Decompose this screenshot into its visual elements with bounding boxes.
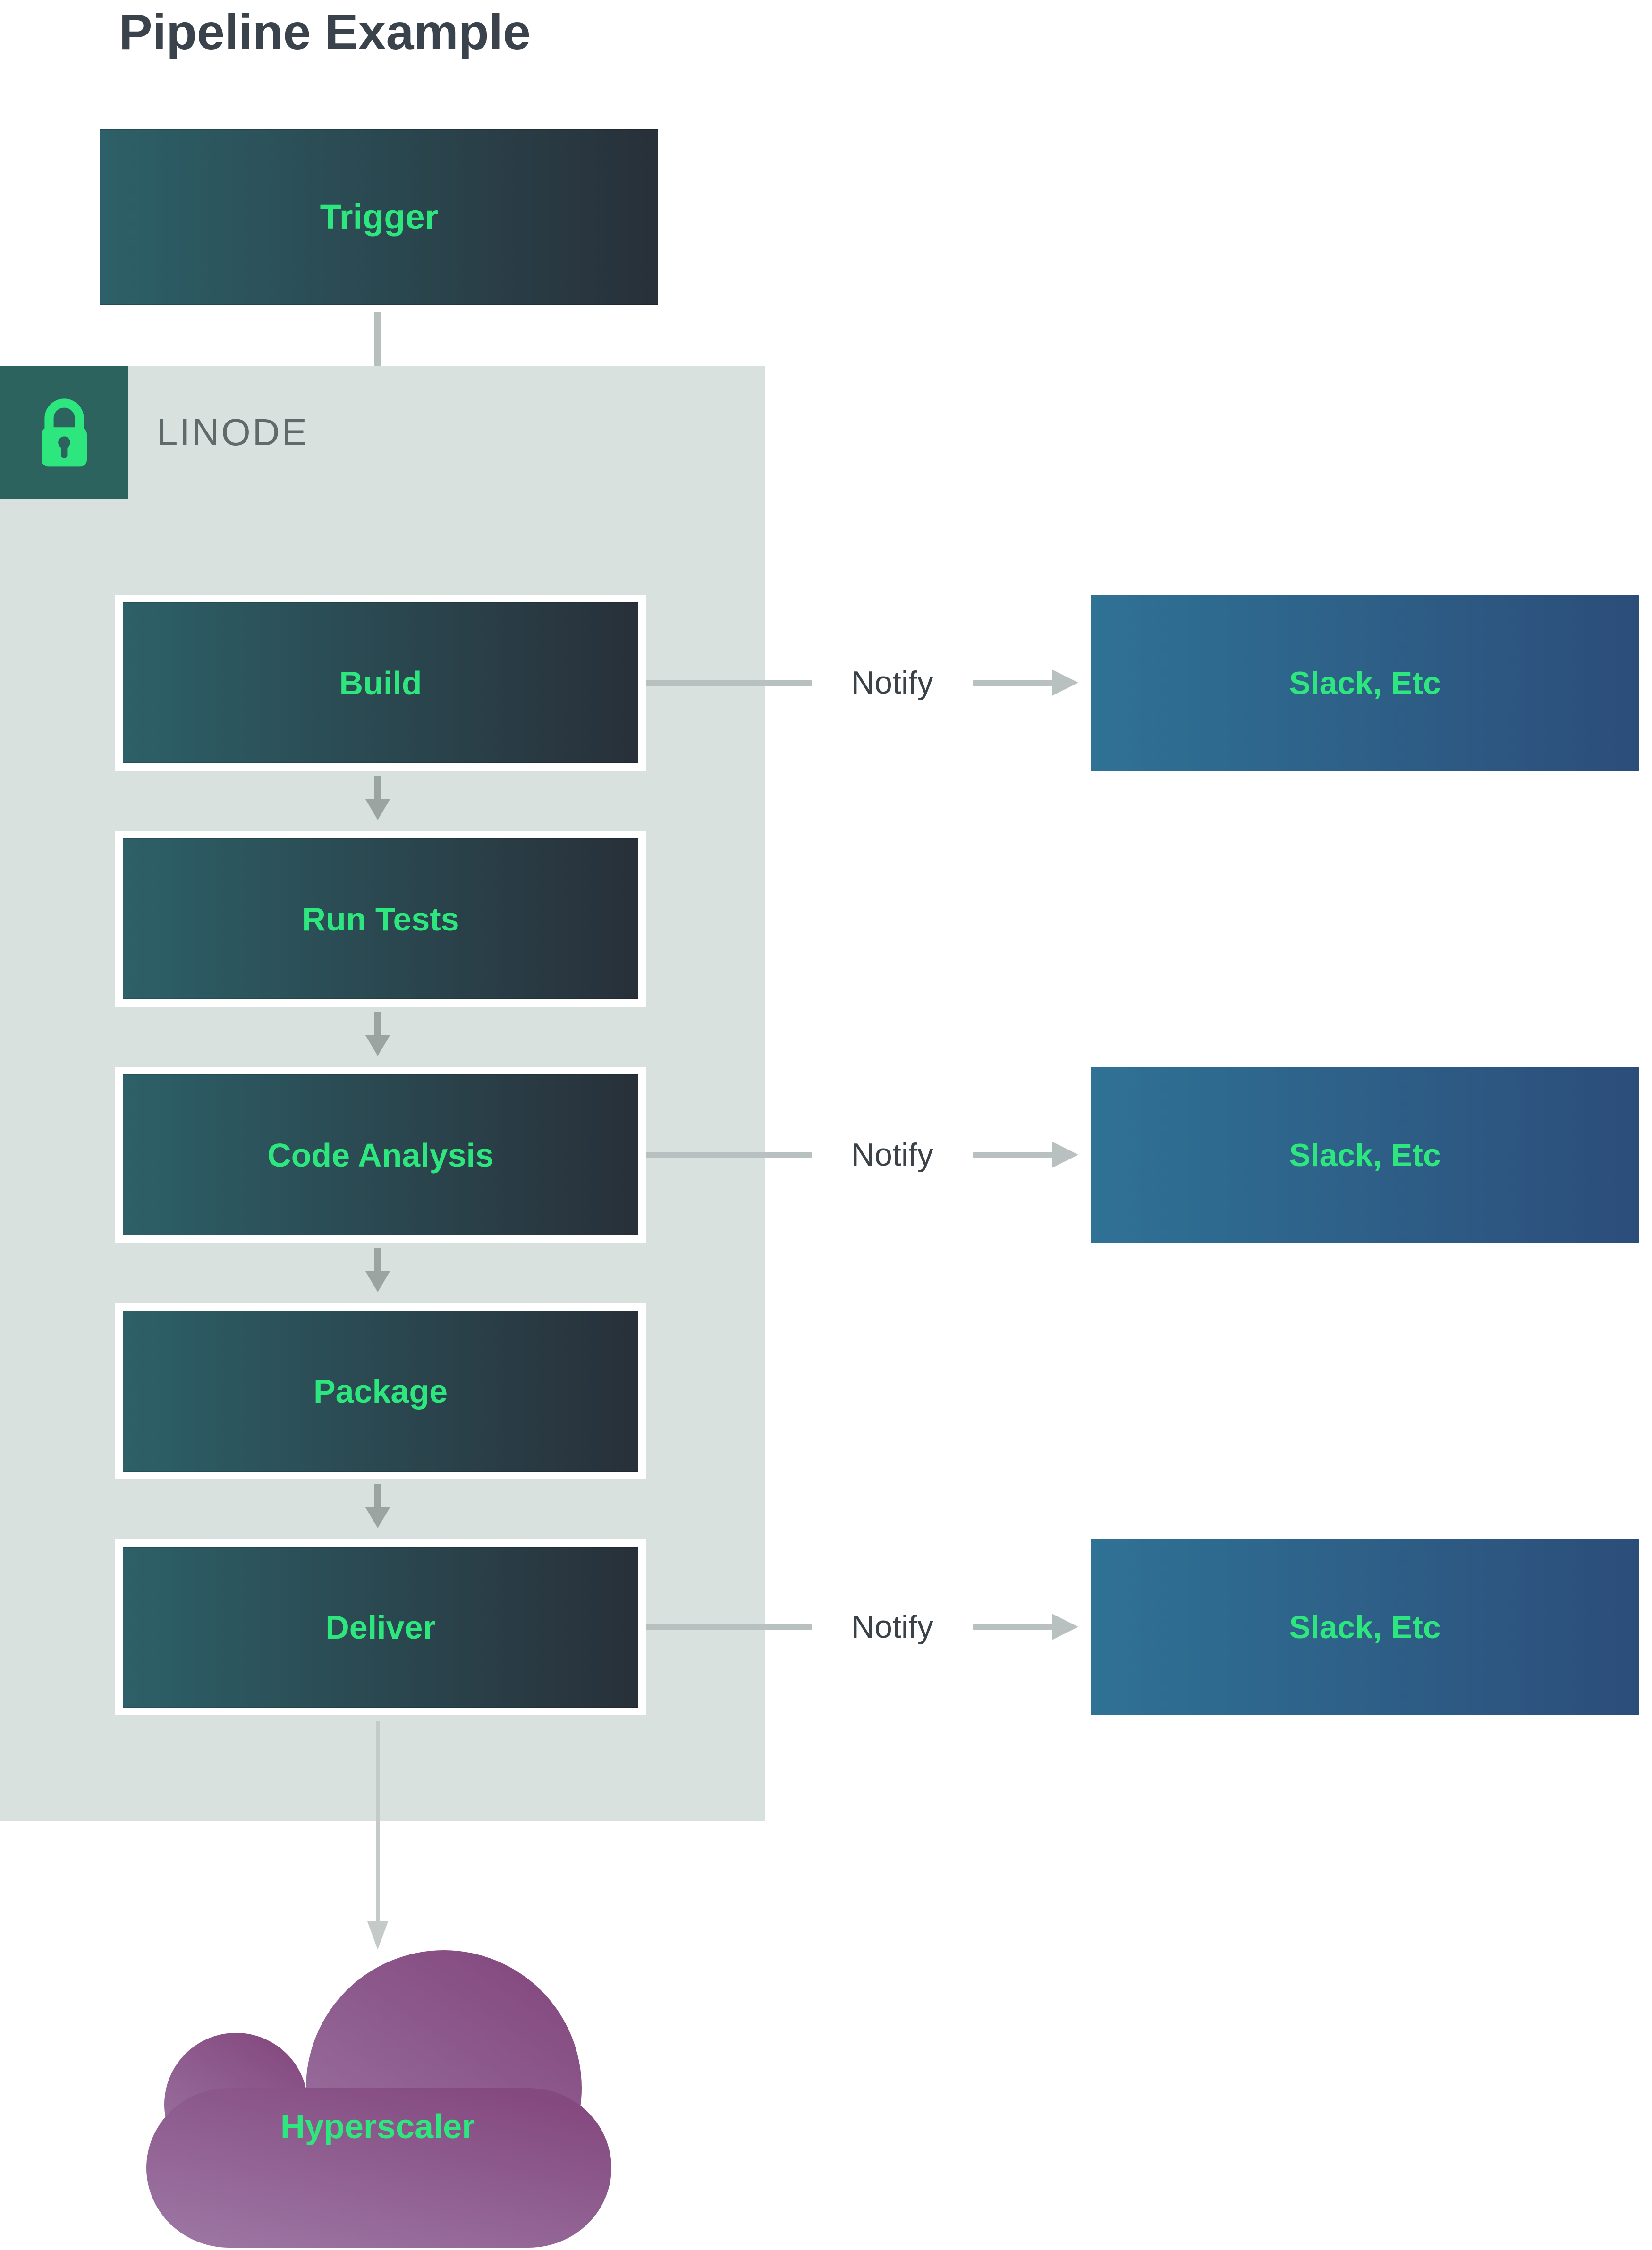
notify-line-code-analysis bbox=[646, 1152, 812, 1158]
notify-target-node-deliver: Slack, Etc bbox=[1091, 1539, 1639, 1715]
hyperscaler-cloud-icon bbox=[142, 1949, 614, 2248]
arrow-head-icon bbox=[367, 1921, 388, 1950]
notify-arrow-line-code-analysis bbox=[973, 1152, 1052, 1158]
stage-fill: Package bbox=[123, 1311, 638, 1472]
notify-target-node-code-analysis: Slack, Etc bbox=[1091, 1067, 1639, 1243]
lock-badge bbox=[0, 366, 128, 499]
arrow-shaft bbox=[374, 1484, 381, 1507]
notify-target-node-build: Slack, Etc bbox=[1091, 595, 1639, 771]
stage-label: Code Analysis bbox=[267, 1136, 494, 1174]
stage-label: Run Tests bbox=[302, 900, 459, 938]
arrow-code-analysis-to-package bbox=[365, 1248, 390, 1292]
stage-fill: Run Tests bbox=[123, 838, 638, 999]
arrow-build-to-run-tests bbox=[365, 776, 390, 820]
notify-arrow-head-icon bbox=[1052, 669, 1078, 696]
stage-node-code-analysis: Code Analysis bbox=[115, 1067, 646, 1243]
arrow-head-icon bbox=[365, 1271, 390, 1292]
arrow-head-icon bbox=[365, 1507, 390, 1528]
notify-label-deliver: Notify bbox=[851, 1609, 933, 1645]
notify-target-label: Slack, Etc bbox=[1289, 1137, 1441, 1173]
stage-fill: Code Analysis bbox=[123, 1074, 638, 1235]
arrow-head-icon bbox=[365, 1035, 390, 1056]
stage-fill: Deliver bbox=[123, 1547, 638, 1708]
stage-label: Build bbox=[339, 664, 422, 702]
arrow-shaft bbox=[374, 1012, 381, 1035]
notify-arrow-head-icon bbox=[1052, 1614, 1078, 1640]
notify-line-build bbox=[646, 680, 812, 686]
stage-node-package: Package bbox=[115, 1303, 646, 1479]
arrow-package-to-deliver bbox=[365, 1484, 390, 1528]
hyperscaler-label: Hyperscaler bbox=[280, 2108, 475, 2146]
notify-label-code-analysis: Notify bbox=[851, 1137, 933, 1173]
trigger-node: Trigger bbox=[100, 129, 658, 305]
notify-target-label: Slack, Etc bbox=[1289, 1609, 1441, 1645]
arrow-run-tests-to-code-analysis bbox=[365, 1012, 390, 1056]
stage-node-deliver: Deliver bbox=[115, 1539, 646, 1715]
notify-arrow-line-build bbox=[973, 680, 1052, 686]
trigger-label: Trigger bbox=[320, 197, 439, 237]
notify-arrow-head-icon bbox=[1052, 1142, 1078, 1168]
arrow-head-icon bbox=[365, 799, 390, 820]
platform-label: LINODE bbox=[157, 411, 309, 453]
notify-line-deliver bbox=[646, 1624, 812, 1630]
stage-node-run-tests: Run Tests bbox=[115, 831, 646, 1007]
arrow-deliver-to-hyperscaler bbox=[367, 1721, 388, 1950]
arrow-shaft bbox=[374, 776, 381, 799]
stage-node-build: Build bbox=[115, 595, 646, 771]
stage-label: Deliver bbox=[325, 1608, 436, 1646]
page-title: Pipeline Example bbox=[119, 4, 531, 60]
arrow-shaft bbox=[374, 1248, 381, 1271]
stage-label: Package bbox=[313, 1372, 448, 1410]
stage-fill: Build bbox=[123, 602, 638, 763]
notify-label-build: Notify bbox=[851, 665, 933, 701]
arrow-shaft bbox=[376, 1721, 380, 1921]
notify-arrow-line-deliver bbox=[973, 1624, 1052, 1630]
notify-target-label: Slack, Etc bbox=[1289, 665, 1441, 701]
lock-icon bbox=[26, 389, 102, 476]
